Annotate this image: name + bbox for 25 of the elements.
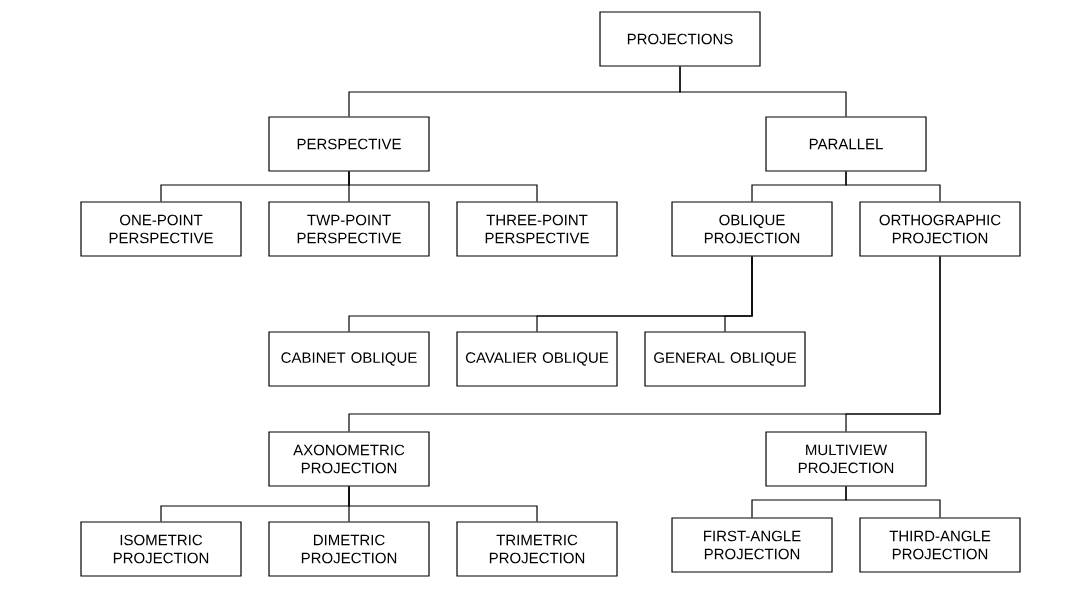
connector-line [679,66,847,117]
category-box: PERSPECTIVE [268,116,430,172]
category-box: GENERAL OBLIQUE [644,331,806,387]
category-box: DIMETRIC PROJECTION [268,521,430,577]
category-box: MULTIVIEW PROJECTION [765,431,927,487]
category-box: ONE-POINT PERSPECTIVE [80,201,242,257]
connector-line [845,171,941,202]
category-box: OBLIQUE PROJECTION [671,201,833,257]
category-box: TRIMETRIC PROJECTION [456,521,618,577]
category-box: CABINET OBLIQUE [268,331,430,387]
category-box: PROJECTIONS [599,11,761,67]
connector-line [348,486,538,522]
category-box: ISOMETRIC PROJECTION [80,521,242,577]
category-box: PARALLEL [765,116,927,172]
connector-line [724,256,753,332]
connector-line [845,256,941,432]
category-box: TWP-POINT PERSPECTIVE [268,201,430,257]
connector-line [845,486,941,518]
category-box: THIRD-ANGLE PROJECTION [859,517,1021,573]
connector-line [348,171,538,202]
category-box: ORTHOGRAPHIC PROJECTION [859,201,1021,257]
category-box: AXONOMETRIC PROJECTION [268,431,430,487]
category-box: FIRST-ANGLE PROJECTION [671,517,833,573]
category-box: CAVALIER OBLIQUE [456,331,618,387]
category-box: THREE-POINT PERSPECTIVE [456,201,618,257]
